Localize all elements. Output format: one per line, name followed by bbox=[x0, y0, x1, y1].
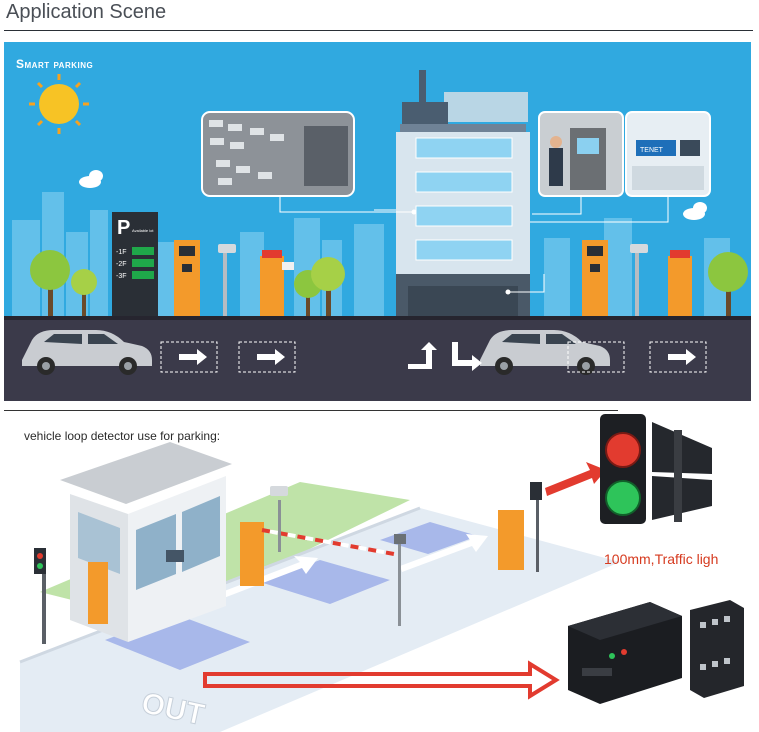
red-arrow-icon bbox=[203, 660, 560, 700]
turn-arrow-icon bbox=[408, 342, 437, 369]
relay-socket bbox=[690, 600, 744, 698]
parking-level-label: -3F bbox=[116, 273, 127, 280]
kiosk-brand-label: TENET bbox=[640, 147, 664, 154]
arrow-right-icon bbox=[179, 349, 207, 365]
arrow-right-icon bbox=[668, 349, 696, 365]
parking-guidance-sign: P Available lot -1F -2F -3F bbox=[112, 212, 158, 320]
loop-sensor-zone bbox=[567, 341, 625, 373]
barrier-gate bbox=[260, 250, 294, 320]
tree bbox=[30, 250, 70, 320]
ticket-kiosk bbox=[174, 240, 200, 320]
traffic-light bbox=[600, 414, 712, 524]
barrier-gate bbox=[240, 522, 395, 586]
connector-lines bbox=[279, 196, 669, 293]
smart-parking-illustration: Smart parking bbox=[4, 42, 751, 401]
loop-sensor-zone bbox=[238, 341, 296, 373]
turn-arrow-icon bbox=[452, 342, 482, 371]
parking-sign-letter: P bbox=[117, 217, 130, 239]
loop-detector-device bbox=[568, 602, 682, 704]
traffic-light-post bbox=[34, 548, 46, 644]
cloud-icon bbox=[683, 202, 707, 220]
tree bbox=[708, 252, 748, 320]
title-divider bbox=[4, 30, 753, 31]
ticket-kiosk bbox=[88, 562, 108, 624]
lpr-camera bbox=[394, 534, 406, 626]
page-title: Application Scene bbox=[6, 1, 167, 23]
car bbox=[22, 330, 152, 375]
car bbox=[480, 330, 610, 375]
cloud-icon bbox=[79, 170, 103, 188]
traffic-light-post bbox=[530, 482, 542, 572]
roadway bbox=[20, 508, 620, 732]
loop-detector-illustration: vehicle loop detector use for parking: O… bbox=[19, 414, 744, 732]
service-counter-panel: TENET bbox=[625, 111, 711, 197]
tree bbox=[311, 257, 345, 320]
arrow-right-icon bbox=[257, 349, 285, 365]
tree bbox=[71, 269, 97, 320]
traffic-light-label: 100mm,Traffic ligh bbox=[604, 551, 718, 567]
payment-kiosk-panel bbox=[538, 111, 624, 197]
sun-icon bbox=[29, 74, 89, 134]
loop-sensor-zone bbox=[649, 341, 707, 373]
smart-parking-heading: Smart parking bbox=[16, 57, 93, 71]
lpr-camera bbox=[270, 486, 288, 552]
barrier-gate bbox=[498, 510, 524, 570]
loop-detector-caption: vehicle loop detector use for parking: bbox=[24, 429, 220, 443]
road-arrow-icon bbox=[400, 534, 488, 572]
lpr-camera bbox=[630, 244, 648, 318]
barrier-gate bbox=[668, 250, 692, 320]
red-arrow-icon bbox=[545, 462, 606, 496]
parking-level-label: -1F bbox=[116, 249, 127, 256]
office-building bbox=[396, 70, 530, 320]
ticket-kiosk bbox=[582, 240, 608, 320]
parking-lot-camera-panel bbox=[201, 111, 355, 197]
loop-sensor-zone bbox=[160, 341, 218, 373]
lpr-camera bbox=[218, 244, 236, 318]
section-divider bbox=[4, 410, 618, 411]
parking-level-label: -2F bbox=[116, 261, 127, 268]
guard-booth bbox=[60, 442, 232, 642]
parking-sign-caption: Available lot bbox=[132, 228, 154, 233]
